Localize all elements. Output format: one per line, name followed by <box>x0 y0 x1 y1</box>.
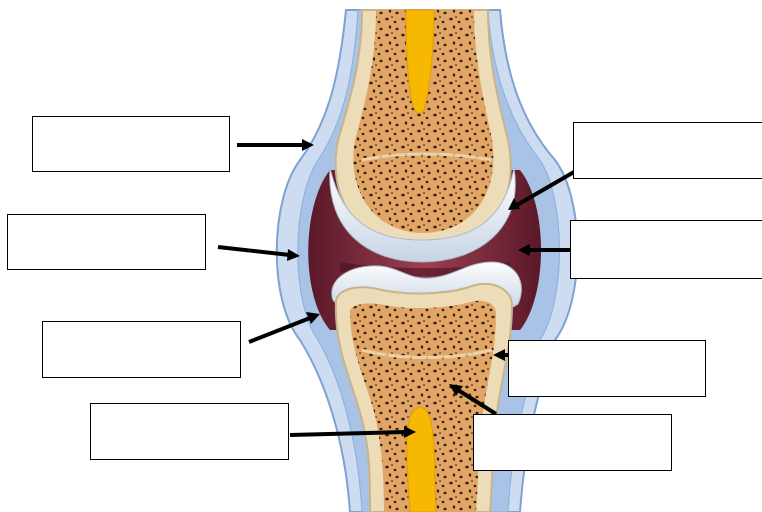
label-box-1[interactable] <box>32 116 230 172</box>
label-box-5[interactable] <box>573 122 762 179</box>
label-box-3[interactable] <box>42 321 241 378</box>
label-box-4[interactable] <box>90 403 289 460</box>
label-box-7[interactable] <box>508 340 706 397</box>
label-box-2[interactable] <box>7 214 206 270</box>
label-box-8[interactable] <box>473 414 672 471</box>
lower-medullary-cavity <box>407 408 436 512</box>
label-box-6[interactable] <box>570 220 762 279</box>
